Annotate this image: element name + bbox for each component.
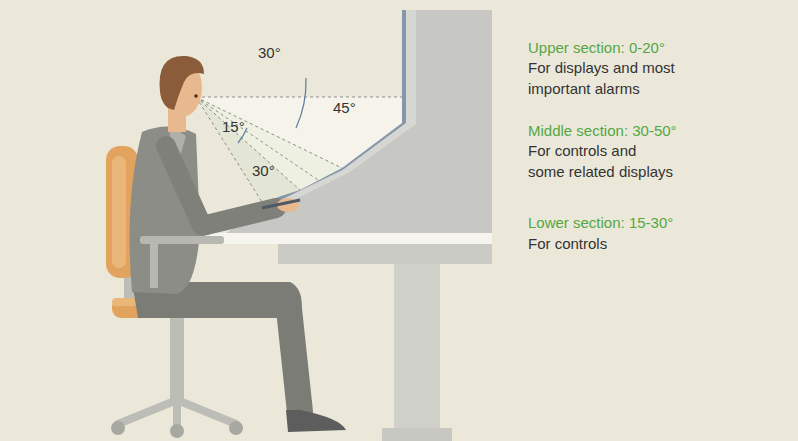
- angle-label: 30°: [258, 42, 281, 63]
- angle-label: 15°: [222, 116, 245, 137]
- sight-lines: [196, 78, 402, 202]
- angle-label: 45°: [333, 97, 356, 118]
- keyboard: [262, 200, 300, 208]
- section-description: For controls and some related displays: [528, 140, 675, 182]
- section-heading: Lower section: 15-30°: [528, 212, 778, 233]
- section-description: For displays and most important alarms: [528, 57, 703, 99]
- section-description: For controls: [528, 233, 728, 254]
- section-heading: Upper section: 0-20°: [528, 37, 778, 58]
- seated-person: [130, 56, 346, 432]
- angle-label: 30°: [252, 160, 275, 181]
- control-console: [210, 10, 492, 441]
- section-heading: Middle section: 30-50°: [528, 120, 778, 141]
